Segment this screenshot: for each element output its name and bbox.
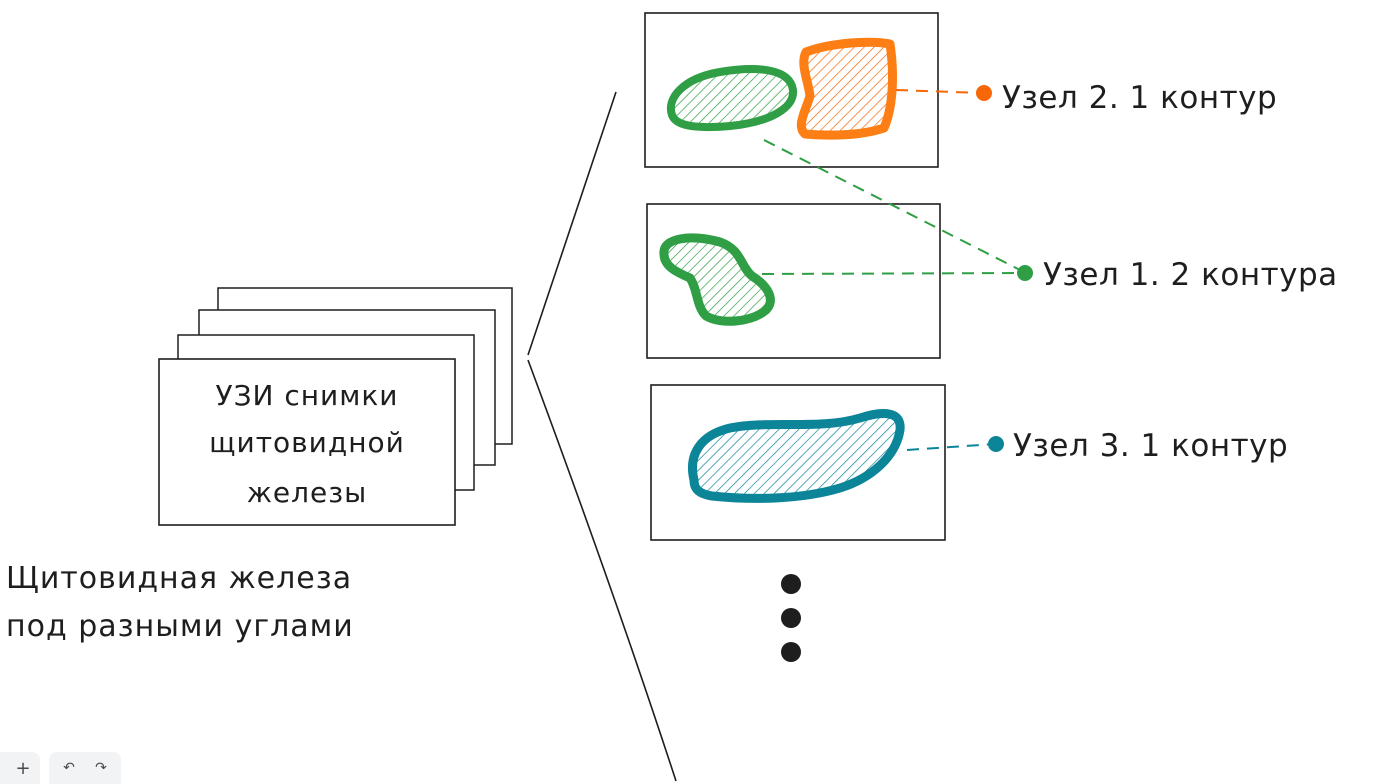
connector-green-mid (761, 272, 1025, 275)
undo-icon[interactable]: ↶ (63, 760, 75, 776)
connector-green-top (763, 139, 1025, 273)
green-nodule-contour (666, 65, 798, 132)
teal-nodule-contour (688, 409, 905, 503)
connector-teal (906, 443, 996, 451)
stack-title-line-1: УЗИ снимки (216, 379, 399, 412)
image-frame-1 (644, 12, 939, 168)
caption-line-2: под разными углами (6, 609, 354, 644)
stack-title-line-2: щитовидной (209, 426, 405, 459)
zoom-line-bottom (527, 359, 677, 782)
stack-card-front (158, 358, 456, 526)
node-1-dot (1017, 265, 1033, 281)
zoom-in-icon[interactable]: + (15, 757, 31, 779)
caption-line-1: Щитовидная железа (6, 561, 352, 596)
connector-orange (895, 89, 984, 94)
redo-icon[interactable]: ↷ (95, 760, 107, 776)
node-2-label: Узел 2. 1 контур (1002, 80, 1277, 116)
node-1-label: Узел 1. 2 контура (1043, 257, 1338, 293)
green-nodule-contour-2 (659, 233, 775, 326)
node-2-dot (976, 85, 992, 101)
zoom-controls: + (0, 752, 40, 784)
node-3-dot (988, 436, 1004, 452)
image-frame-2 (646, 203, 941, 359)
node-3-label: Узел 3. 1 контур (1013, 428, 1288, 464)
ellipsis-dot-3 (781, 642, 801, 662)
ellipsis-dot-1 (781, 574, 801, 594)
history-controls: ↶ ↷ (49, 752, 121, 784)
ellipsis-dot-2 (781, 608, 801, 628)
zoom-line-top (527, 91, 617, 356)
more-images-ellipsis (781, 574, 801, 662)
orange-nodule-contour (796, 37, 897, 140)
image-frame-3 (650, 384, 946, 541)
stack-title-line-3: железы (247, 476, 368, 509)
ultrasound-stack: УЗИ снимки щитовидной железы (158, 287, 513, 526)
